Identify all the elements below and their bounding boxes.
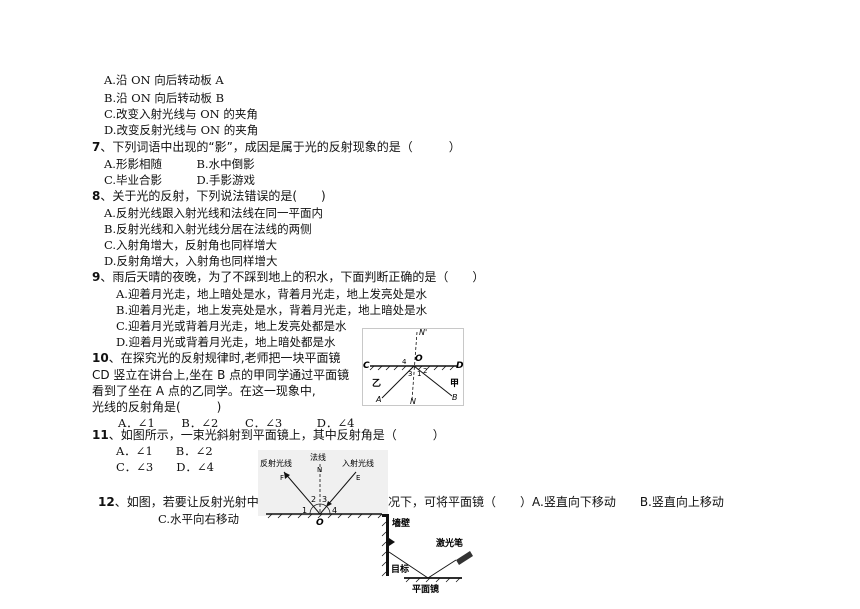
q11-figure: 反射光线 法线 入射光线 F N E O 1 2 3 4 (258, 450, 388, 528)
q9-option-b: B.迎着月光走，地上发亮处是水，背着月光走，地上暗处是水 (116, 303, 428, 317)
q12-reflected-ray (388, 551, 429, 579)
q7-text: 、下列词语中出现的“影”，成因是属于光的反射现象的是（ ） (100, 140, 461, 154)
q11-reflected-arrow (284, 472, 290, 479)
q10-label-a: A (375, 395, 381, 404)
q10-label-o: O (415, 354, 423, 364)
q10-label-n-bottom: N (410, 397, 416, 406)
q11-angle-arc (309, 503, 331, 515)
q11-figure-background (258, 450, 388, 516)
q10-stem-line2: CD 竖立在讲台上,坐在 B 点的甲同学通过平面镜 (92, 368, 350, 382)
q9-number: 9 (92, 270, 101, 284)
q11-options-row2: C．∠3 D．∠4 (116, 460, 214, 474)
q11-angle-3: 3 (322, 495, 327, 504)
q11-number: 11 (92, 428, 109, 442)
q12-wall-top (382, 514, 389, 517)
q10-label-b: B (452, 393, 458, 402)
q8-text: 、关于光的反射，下列说法错误的是( ) (100, 189, 326, 203)
q8-option-b: B.反射光线和入射光线分居在法线的两侧 (104, 222, 312, 236)
q7-number: 7 (92, 140, 101, 154)
q11-incident-arrow (326, 501, 332, 507)
q6-option-a: A.沿 ON 向后转动板 A (104, 73, 224, 87)
q10-angle-2: 2 (423, 367, 427, 375)
q10-label-d: D (456, 361, 464, 371)
q9-stem: 9、雨后天晴的夜晚，为了不踩到地上的积水，下面判断正确的是（ ） (92, 269, 484, 285)
q11-reflected-ray (283, 471, 321, 515)
q12-figure: 墙壁 目标 平面镜 激光笔 (381, 514, 473, 595)
q12-label-mirror: 平面镜 (412, 583, 439, 595)
q8-number: 8 (92, 189, 101, 203)
q11-stem: 11、如图所示，一束光斜射到平面镜上，其中反射角是（ ） (92, 427, 445, 443)
q11-text: 、如图所示，一束光斜射到平面镜上，其中反射角是（ ） (108, 428, 445, 442)
q12-laser-pen-icon (456, 551, 473, 565)
q10-figure: N' N C D O A B 乙 甲 4 3 1 2 (362, 328, 464, 406)
q11-label-f: F (280, 474, 284, 482)
q11-label-normal: 法线 (310, 452, 326, 462)
q10-normal-line (411, 331, 418, 401)
q10-angle-4: 4 (402, 358, 407, 366)
q10-angle-3: 3 (408, 370, 412, 378)
q7-options-row2: C.毕业合影 D.手影游戏 (104, 173, 256, 187)
q12-option-c: C.水平向右移动 (158, 512, 240, 526)
q11-label-reflected: 反射光线 (260, 458, 292, 468)
q11-label-incident: 入射光线 (342, 458, 374, 468)
q12-text-left: 、如图，若要让反射光射中 (114, 495, 259, 509)
q12-stem-left: 12、如图，若要让反射光射中 (98, 494, 259, 510)
q12-wall-hatching (381, 521, 387, 577)
q10-angle-1: 1 (417, 370, 421, 378)
q10-label-yi: 乙 (372, 378, 381, 389)
q11-label-n: N (317, 466, 322, 474)
q11-angle-1: 1 (302, 506, 307, 515)
q6-option-b: B.沿 ON 向后转动板 B (104, 91, 225, 105)
q11-angle-4: 4 (332, 506, 337, 515)
q10-stem-line1: 10、在探究光的反射规律时,老师把一块平面镜 (92, 350, 341, 366)
q12-target-marker (389, 538, 395, 546)
q12-laser-ray (427, 559, 457, 579)
q12-stem-right: 况下，可将平面镜（ ）A.竖直向下移动 B.竖直向上移动 (388, 495, 724, 509)
q12-number: 12 (98, 495, 115, 509)
q7-options-row1: A.形影相随 B.水中倒影 (104, 157, 255, 171)
q11-label-o: O (316, 518, 324, 528)
q6-option-d: D.改变反射光线与 ON 的夹角 (104, 123, 259, 137)
q9-option-a: A.迎着月光走，地上暗处是水，背着月光走，地上发亮处是水 (116, 287, 427, 301)
q9-option-d: D.迎着月光或背着月光走，地上暗处都是水 (116, 335, 336, 349)
q7-stem: 7、下列词语中出现的“影”，成因是属于光的反射现象的是（ ） (92, 139, 461, 155)
q11-options-row1: A．∠1 B．∠2 (116, 444, 213, 458)
q8-option-c: C.入射角增大，反射角也同样增大 (104, 238, 278, 252)
q10-label-jia: 甲 (450, 378, 459, 389)
q9-text: 、雨后天晴的夜晚，为了不踩到地上的积水，下面判断正确的是（ ） (100, 270, 485, 284)
q8-option-a: A.反射光线跟入射光线和法线在同一平面内 (104, 206, 323, 220)
q6-option-c: C.改变入射光线与 ON 的夹角 (104, 107, 258, 121)
q10-stem-line3: 看到了坐在 A 点的乙同学。在这一现象中, (92, 384, 316, 398)
q11-mirror-hatching (267, 513, 383, 519)
q10-ray-b (413, 365, 453, 397)
q12-label-laser: 激光笔 (436, 537, 463, 549)
q12-wall (386, 514, 389, 576)
q8-stem: 8、关于光的反射，下列说法错误的是( ) (92, 188, 326, 204)
q10-stem-line4: 光线的反射角是( ) (92, 400, 222, 414)
q12-mirror-hatching (405, 577, 461, 583)
q10-ray-a (381, 365, 415, 399)
q10-number: 10 (92, 351, 109, 365)
q10-text-1: 、在探究光的反射规律时,老师把一块平面镜 (108, 351, 341, 365)
q11-label-e: E (356, 474, 360, 482)
q11-angle-2: 2 (311, 495, 316, 504)
q10-label-n-top: N' (419, 328, 427, 337)
q9-option-c: C.迎着月光或背着月光走，地上发亮处都是水 (116, 319, 347, 333)
q12-label-target: 目标 (391, 563, 409, 575)
q10-options: A．∠1 B．∠2 C．∠3 D．∠4 (118, 416, 355, 430)
q12-label-wall: 墙壁 (392, 517, 410, 529)
q8-option-d: D.反射角增大，入射角也同样增大 (104, 254, 278, 268)
q10-label-c: C (363, 361, 370, 371)
